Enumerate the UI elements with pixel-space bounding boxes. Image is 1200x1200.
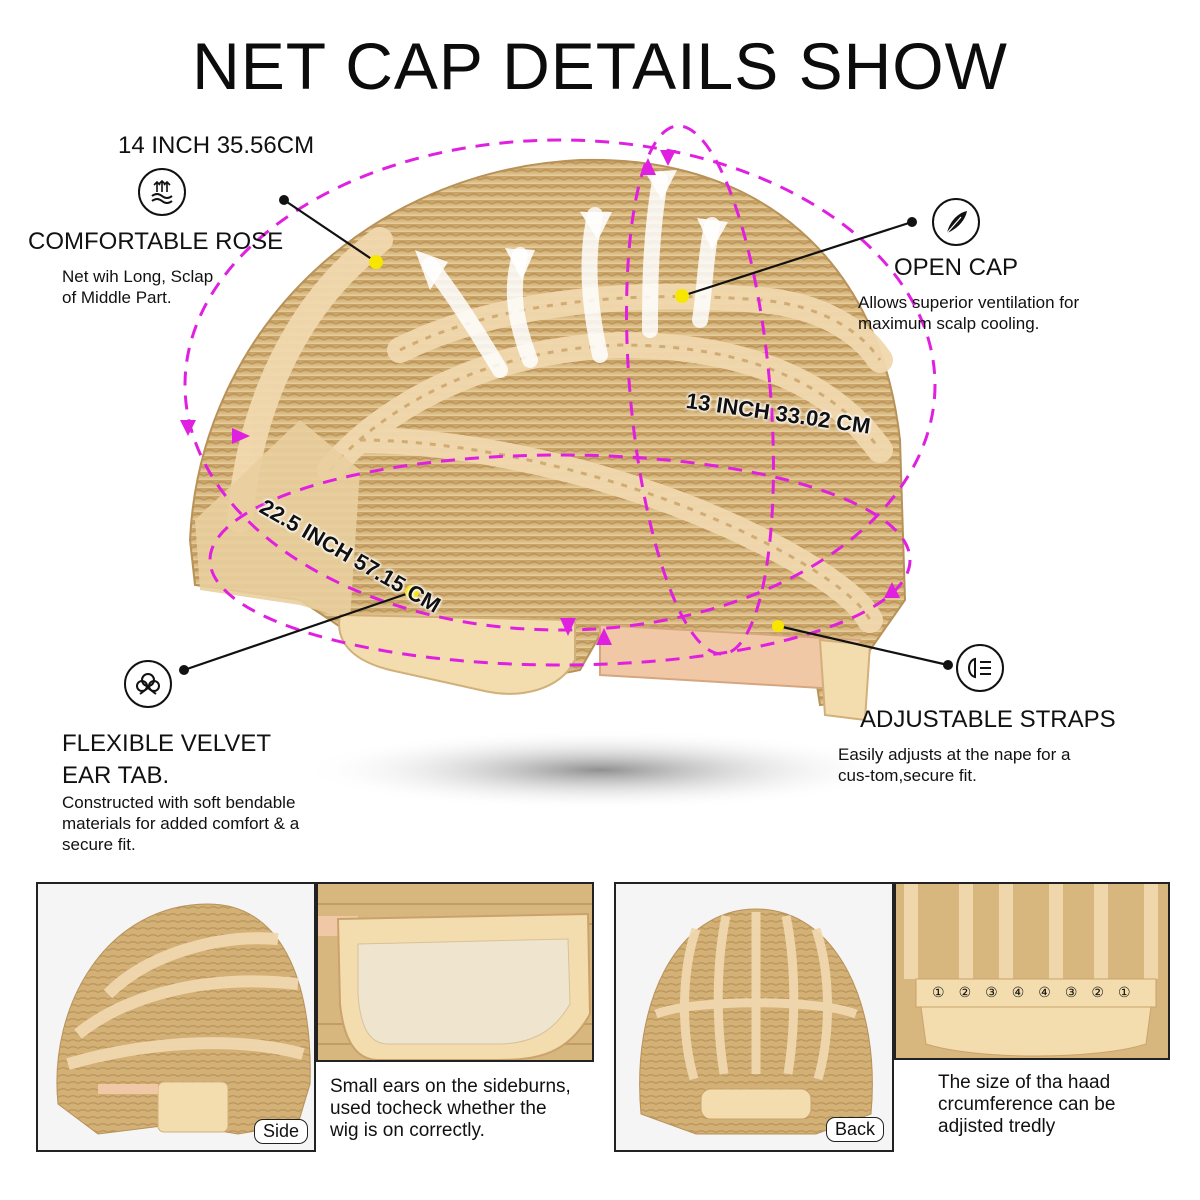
front-back-measure-loop: [625, 124, 775, 656]
strap-size-markers: ① ② ③ ④ ④ ③ ② ①: [932, 984, 1131, 1000]
feature-comfortable-rose-title: COMFORTABLE ROSE: [28, 228, 284, 255]
feature-open-cap-title: OPEN CAP: [894, 254, 1019, 281]
back-label: Back: [825, 1117, 884, 1142]
feature-ear-tab-title: FLEXIBLE VELVET EAR TAB.: [62, 730, 271, 789]
wig-cap-illustration: [179, 124, 953, 810]
side-label: Side: [253, 1119, 308, 1144]
measure-top-label: 14 INCH 35.56CM: [118, 132, 315, 159]
page-title: NET CAP DETAILS SHOW: [192, 29, 1008, 103]
lace-side-panel: [195, 420, 360, 620]
top-measure-loop: [183, 138, 937, 632]
back-caption: The size of tha haad crcumference can be…: [938, 1072, 1116, 1137]
feature-open-cap-desc: Allows superior ventilation for maximum …: [858, 293, 1080, 333]
breathable-icon: [138, 168, 186, 216]
feature-straps-desc: Easily adjusts at the nape for a cus-tom…: [838, 745, 1071, 785]
cotton-icon: [124, 660, 172, 708]
feature-ear-tab-desc: Constructed with soft bendable materials…: [62, 793, 300, 854]
side-caption: Small ears on the sideburns, used tochec…: [330, 1076, 571, 1141]
side-view-photo: Side: [36, 882, 316, 1152]
feature-straps-title: ADJUSTABLE STRAPS: [860, 706, 1116, 733]
strap-icon: [956, 644, 1004, 692]
velvet-ear-tab: [338, 613, 576, 695]
feature-comfortable-rose-desc: Net wih Long, Sclap of Middle Part.: [62, 267, 214, 307]
back-view-photo: Back: [614, 882, 894, 1152]
circumference-measure-loop: [208, 453, 912, 667]
ear-tab-closeup-photo: [316, 882, 594, 1062]
feather-icon: [932, 198, 980, 246]
cap-shadow: [300, 730, 900, 810]
strap-closeup-photo: ① ② ③ ④ ④ ③ ② ①: [894, 882, 1170, 1060]
